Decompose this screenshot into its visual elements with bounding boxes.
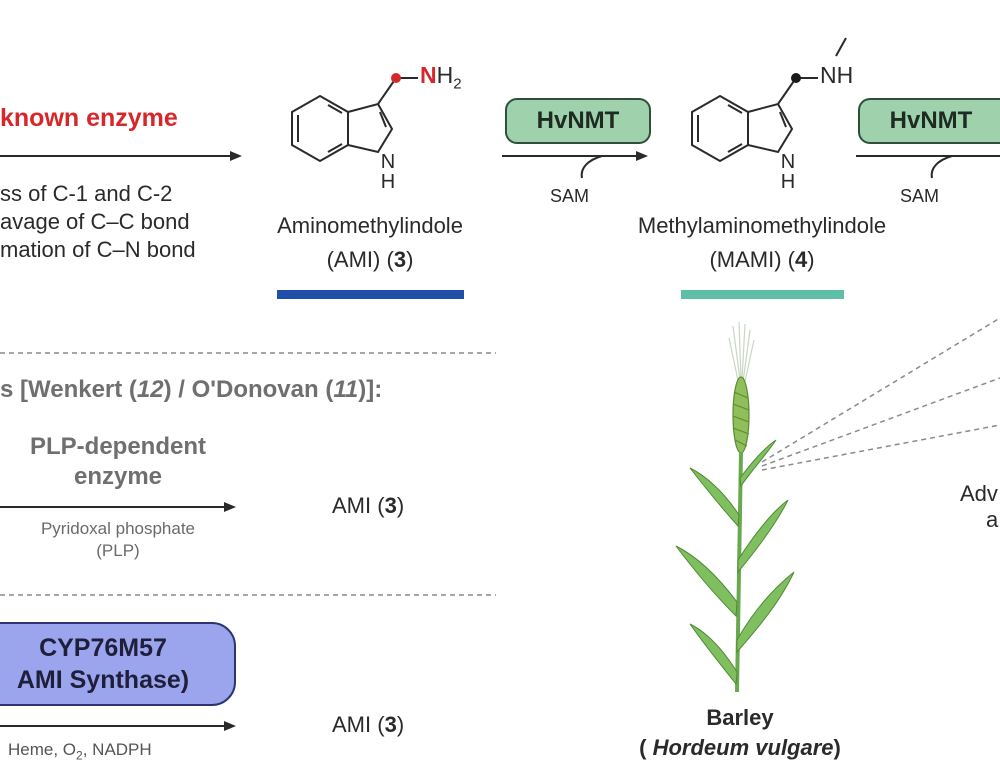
right-text-2: a (986, 507, 999, 532)
arrow-hvnmt-2 (856, 155, 1000, 179)
cyp-cofactors: Heme, O2, NADPH (8, 740, 152, 763)
arrow-unknown-enzyme (0, 151, 242, 161)
proposals-heading: s [Wenkert (12) / O'Donovan (11)]: (0, 376, 383, 403)
ami-color-bar (277, 290, 464, 299)
mami-structure (691, 37, 847, 163)
mami-nh-label: NH (820, 62, 854, 88)
hvnmt-enzyme-2: HvNMT (858, 98, 1000, 144)
plp-cofactor: Pyridoxal phosphate(PLP) (40, 519, 196, 560)
plp-product: AMI (3) (332, 493, 405, 518)
ami-structure (291, 77, 418, 163)
mami-name: Methylaminomethylindole (637, 213, 887, 238)
zoom-lines (761, 317, 1000, 471)
arrowhead-1 (636, 151, 648, 161)
sam-label-2: SAM (900, 186, 940, 206)
barley-label: Barley (706, 705, 774, 730)
arrow-hvnmt-1 (502, 155, 638, 179)
ami-red-dot (391, 73, 401, 83)
barley-latin-name: ( Hordeum vulgare) (639, 735, 841, 760)
right-text-1: Adv (960, 481, 998, 506)
arrow-plp (0, 502, 236, 512)
unknown-enzyme-label: known enzyme (0, 104, 178, 132)
mami-color-bar (681, 290, 844, 299)
hvnmt-enzyme-1: HvNMT (505, 98, 651, 144)
arrow-cyp (0, 721, 236, 731)
mami-black-dot (791, 73, 801, 83)
desc-line-1: ss of C-1 and C-2 (0, 181, 173, 206)
ami-nh2-label: NH2 (420, 62, 462, 93)
mami-abbr: (MAMI) (4) (709, 247, 815, 272)
barley-plant (675, 321, 795, 693)
cyp-product: AMI (3) (332, 712, 405, 737)
desc-line-2: avage of C–C bond (0, 209, 190, 234)
sam-label-1: SAM (550, 186, 590, 206)
ami-abbr: (AMI) (3) (326, 247, 414, 272)
desc-line-3: mation of C–N bond (0, 237, 196, 262)
ami-name: Aminomethylindole (277, 213, 463, 238)
